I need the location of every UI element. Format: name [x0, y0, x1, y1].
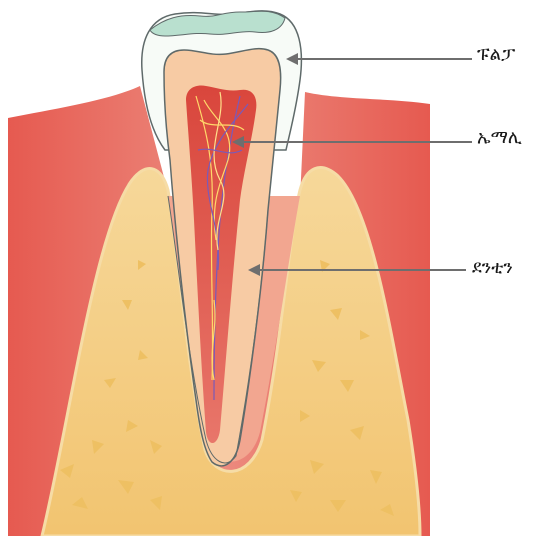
- label-dentin: ደንቲን: [472, 257, 513, 278]
- label-pulp: ፑልፓ: [477, 44, 515, 65]
- label-enamel: ኤማሊ: [477, 127, 522, 148]
